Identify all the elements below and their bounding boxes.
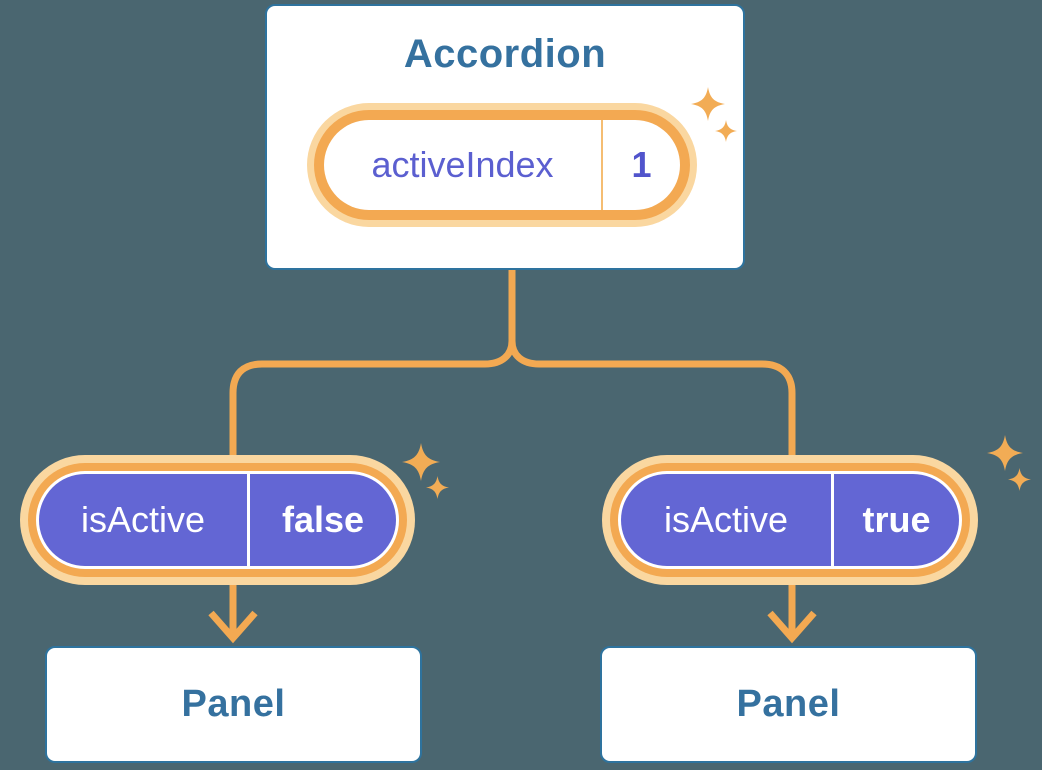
sparkle-icon [987,435,1023,471]
sparkle-icon [715,120,737,142]
panel-title: Panel [736,683,841,725]
accordion-card: Accordion activeIndex 1 [265,4,745,270]
state-pill-activeindex: activeIndex 1 [324,120,680,210]
pill-value: false [281,499,365,540]
connector-branch-right [508,337,796,464]
accordion-title: Accordion [403,32,607,76]
sparkle-icon [1008,468,1031,491]
pill-label: isActive [621,474,834,566]
sparkle-icon [402,443,440,481]
pill-label: isActive [39,474,250,566]
state-pill-isactive-left: isActive false [39,474,396,566]
connector-branch-left [229,337,516,464]
panel-card-left: Panel [45,646,422,763]
arrow-down-icon [767,610,817,644]
arrow-down-icon [208,610,258,644]
panel-card-right: Panel [600,646,977,763]
sparkle-icon [691,87,725,121]
pill-value: 1 [631,144,652,185]
pill-label: activeIndex [324,120,603,210]
pill-value: true [862,499,931,540]
state-pill-isactive-right: isActive true [621,474,959,566]
sparkle-icon [426,476,449,499]
panel-title: Panel [181,683,286,725]
